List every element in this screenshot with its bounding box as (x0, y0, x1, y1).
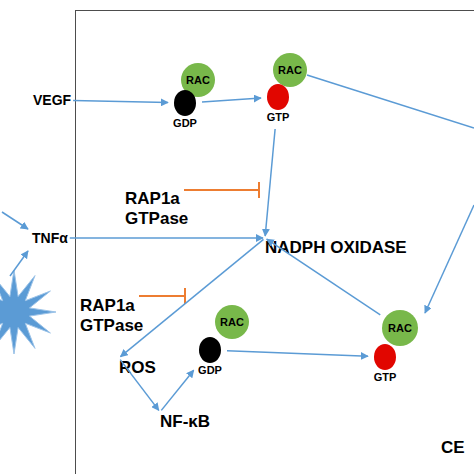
nucleotide-label: GDP (165, 117, 205, 130)
nucleotide-label: GTP (258, 111, 298, 124)
rac-protein-circle: RAC (382, 310, 418, 346)
nucleotide-shape (374, 344, 396, 370)
stimulus-starburst (0, 270, 56, 354)
rac-protein-circle: RAC (273, 53, 307, 87)
oval-graphic (170, 89, 200, 117)
oval-graphic (195, 336, 225, 364)
nucleotide-label: GDP (190, 364, 230, 377)
nucleotide-shape (267, 84, 289, 110)
pathway-arrow (202, 98, 261, 102)
inhibition-line (139, 295, 185, 297)
gdp-oval: GDP (195, 336, 225, 380)
cytokine-node: TNFα (32, 230, 68, 247)
pathway-arrow (121, 239, 264, 356)
pathway-arrow (425, 205, 474, 313)
molecule-label: ROS (119, 358, 156, 378)
enzyme-label: NADPH OXIDASE (265, 238, 407, 258)
oval-graphic (263, 83, 293, 111)
pathway-arrow (161, 370, 193, 410)
molecule-label: NF-κB (160, 412, 210, 432)
oval-graphic (370, 343, 400, 371)
nucleotide-shape (174, 90, 196, 116)
cell-label: CE (441, 438, 465, 458)
pathway-arrow (265, 129, 275, 236)
rac-protein-circle: RAC (215, 305, 249, 339)
inhibition-bar (258, 182, 260, 198)
gtp-oval: GTP (263, 83, 293, 127)
inhibitor-label: RAP1a GTPase (125, 189, 188, 229)
pathway-arrow (227, 351, 368, 357)
gtp-oval: GTP (370, 343, 400, 387)
pathway-line (307, 75, 474, 128)
stimulus-arrow (2, 212, 28, 229)
cytokine-label: TNFα (32, 230, 68, 247)
nucleotide-shape (199, 337, 221, 363)
inhibition-bar (184, 288, 186, 304)
nucleotide-label: GTP (365, 371, 405, 384)
protein-label: RAC (186, 74, 210, 86)
protein-label: RAC (388, 322, 412, 334)
inhibitor-label: RAP1a GTPase (80, 296, 143, 336)
pathway-arrow (70, 237, 263, 239)
cell-boundary: CERACGDPRACGTPRAP1a GTPaseNADPH OXIDASER… (75, 10, 474, 474)
protein-label: RAC (220, 316, 244, 328)
ligand-label: VEGF (33, 92, 71, 109)
ligand-node: VEGF (33, 92, 71, 109)
gdp-oval: GDP (170, 89, 200, 133)
inhibition-line (184, 189, 259, 191)
stimulus-arrow (10, 251, 28, 276)
protein-label: RAC (278, 64, 302, 76)
pathway-arrow (73, 101, 168, 103)
